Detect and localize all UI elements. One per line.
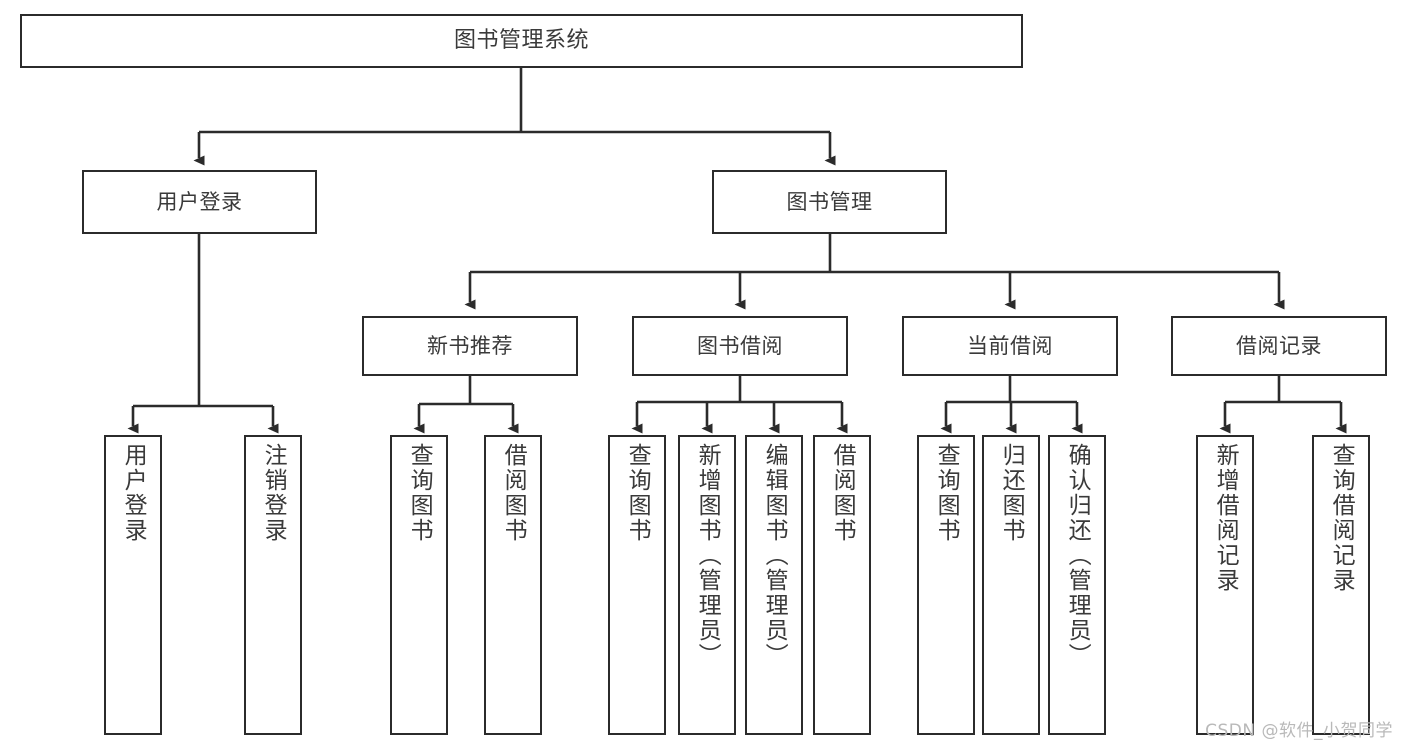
node-label: 用户登录 <box>156 189 243 214</box>
node-label: 新增借阅记录 <box>1212 443 1239 593</box>
leaf-current-borrow-confirm-return[interactable]: 确认归还（管理员） <box>1048 435 1106 735</box>
node-label: 用户登录 <box>120 443 147 543</box>
node-label: 注销登录 <box>260 443 287 543</box>
node-label: 新书推荐 <box>427 333 513 358</box>
leaf-book-borrow-borrow[interactable]: 借阅图书 <box>813 435 871 735</box>
leaf-current-borrow-query[interactable]: 查询图书 <box>917 435 975 735</box>
leaf-new-books-query[interactable]: 查询图书 <box>390 435 448 735</box>
node-label: 确认归还（管理员） <box>1064 443 1091 668</box>
node-borrow-records[interactable]: 借阅记录 <box>1171 316 1387 376</box>
node-label: 归还图书 <box>998 443 1025 543</box>
leaf-borrow-records-query[interactable]: 查询借阅记录 <box>1312 435 1370 735</box>
leaf-book-borrow-add[interactable]: 新增图书（管理员） <box>678 435 736 735</box>
node-user-login[interactable]: 用户登录 <box>82 170 317 234</box>
node-label: 借阅记录 <box>1236 333 1322 358</box>
node-root-system[interactable]: 图书管理系统 <box>20 14 1023 68</box>
node-label: 图书管理系统 <box>453 28 589 54</box>
node-book-borrow[interactable]: 图书借阅 <box>632 316 848 376</box>
node-label: 查询借阅记录 <box>1328 443 1355 593</box>
node-label: 借阅图书 <box>500 443 527 543</box>
node-label: 查询图书 <box>933 443 960 543</box>
node-label: 图书借阅 <box>697 333 783 358</box>
leaf-book-borrow-query[interactable]: 查询图书 <box>608 435 666 735</box>
node-label: 借阅图书 <box>829 443 856 543</box>
leaf-new-books-borrow[interactable]: 借阅图书 <box>484 435 542 735</box>
node-book-management[interactable]: 图书管理 <box>712 170 947 234</box>
node-label: 新增图书（管理员） <box>694 443 721 668</box>
node-label: 查询图书 <box>406 443 433 543</box>
leaf-user-login-logout[interactable]: 注销登录 <box>244 435 302 735</box>
node-label: 图书管理 <box>786 189 873 214</box>
leaf-borrow-records-add[interactable]: 新增借阅记录 <box>1196 435 1254 735</box>
leaf-current-borrow-return[interactable]: 归还图书 <box>982 435 1040 735</box>
node-label: 查询图书 <box>624 443 651 543</box>
node-new-book-recommend[interactable]: 新书推荐 <box>362 316 578 376</box>
watermark: CSDN @软件_小贺同学 <box>1205 721 1393 741</box>
leaf-book-borrow-edit[interactable]: 编辑图书（管理员） <box>745 435 803 735</box>
node-label: 编辑图书（管理员） <box>761 443 788 668</box>
node-current-borrow[interactable]: 当前借阅 <box>902 316 1118 376</box>
node-label: 当前借阅 <box>967 333 1053 358</box>
leaf-user-login-login[interactable]: 用户登录 <box>104 435 162 735</box>
